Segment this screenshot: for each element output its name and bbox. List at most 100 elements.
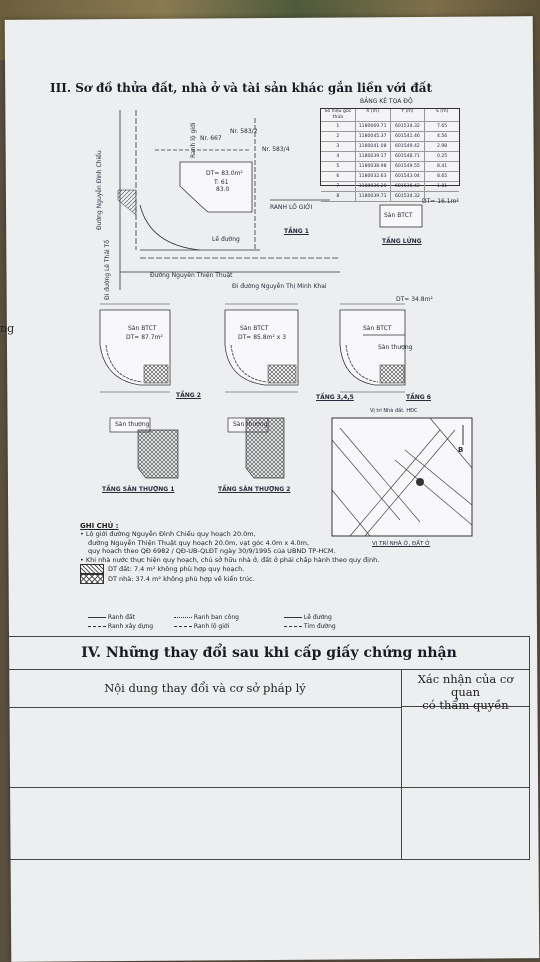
coord-cell: 7 [321, 182, 356, 191]
legend-tim-duong: Tim đường [284, 623, 336, 630]
alley-label-top: Ranh lộ giới [190, 122, 197, 158]
coord-cell: 1180036.20 [356, 182, 391, 191]
floor-2-label: TẦNG 2 [176, 392, 201, 399]
legend-land: DT đất: 7.4 m² không phù hợp quy hoạch. [80, 564, 379, 575]
coord-cell: 601543.04 [391, 172, 426, 181]
floor-345-slab: Sàn BTCT [240, 325, 269, 332]
coord-col-header: Số hiệu góc thửa [321, 109, 356, 121]
lot-reference: Nr. 667 [200, 135, 222, 142]
roof-1-terrace: Sàn thượng [115, 421, 150, 428]
floor-6-label: TẦNG 6 [406, 394, 431, 401]
legend-ranh-xay-dung: Ranh xây dựng [88, 623, 153, 630]
coord-cell: 6 [321, 172, 356, 181]
lot-area: DT= 83.0m² [206, 170, 243, 177]
roof-plan-outline [109, 417, 151, 433]
non-compliant-hatch [379, 364, 405, 384]
alley-label-left: Đi đường Lê Thái Tổ [104, 240, 111, 300]
street-label-left: Đường Nguyễn Đình Chiểu [96, 150, 103, 230]
location-map-streets [331, 417, 473, 537]
coord-cell: 1180045.37 [356, 132, 391, 141]
coord-cell: 1.81 [437, 184, 448, 189]
roof-2-label: TẦNG SÂN THƯỢNG 2 [218, 486, 291, 493]
legend-house: DT nhà: 37.4 m² không phù hợp về kiến tr… [80, 574, 379, 585]
setback-hatch [117, 189, 137, 216]
coord-cell: 601549.42 [391, 142, 426, 151]
section-3-title: III. Sơ đồ thửa đất, nhà ở và tài sản kh… [50, 81, 433, 95]
roof-2-terrace: Sàn thượng [233, 421, 268, 428]
street-label-bottom: Đường Nguyễn Thiện Thuật [150, 272, 233, 279]
coord-cell: 3 [321, 142, 356, 151]
floor-6-slab: Sàn BTCT [363, 325, 392, 332]
coord-col-header: Y (m) [391, 109, 426, 121]
location-marker [416, 478, 424, 486]
coord-table-header: Số hiệu góc thửa X (m) Y (m) S (m) [321, 109, 459, 122]
coord-cell: 8 [321, 192, 356, 201]
roof-hatch [245, 417, 285, 479]
row-divider [9, 787, 529, 788]
north-letter: B [458, 446, 464, 454]
coord-cell: 601534.32 [391, 192, 426, 201]
lot-number: Nr. 583/2 [230, 128, 258, 135]
curb-label: Lề đường [212, 236, 240, 243]
parcel-area: 83.0 [216, 186, 230, 193]
balcony-curve [345, 344, 379, 383]
coord-col-header: S (m) [435, 109, 449, 114]
lot-number-2: Nr. 583/4 [262, 146, 290, 153]
coord-cell: 1 [321, 122, 356, 131]
authority-confirmation-header: Xác nhận của cơ quan có thẩm quyền [402, 669, 529, 712]
changes-table: IV. Những thay đổi sau khi cấp giấy chứn… [8, 636, 530, 860]
coord-cell: 601548.71 [391, 152, 426, 161]
coord-cell: 1180039.71 [356, 192, 391, 201]
parcel-id: T: 61 [214, 179, 229, 186]
coord-cell: 4 [321, 152, 356, 161]
corner-curve [139, 204, 201, 251]
coord-cell: 601534.32 [391, 122, 426, 131]
floor-1-label: TẦNG 1 [284, 228, 309, 235]
coord-cell: 601536.42 [391, 182, 426, 191]
coord-cell: 1180038.98 [356, 162, 391, 171]
non-compliant-hatch [267, 364, 297, 384]
coord-cell: 4.56 [437, 134, 448, 139]
note-line: • Khi nhà nước thực hiện quy hoạch, chủ … [80, 555, 380, 564]
row-divider [9, 859, 529, 860]
cross-hatch-icon [80, 574, 104, 585]
coord-cell: 1180669.71 [356, 122, 391, 131]
legend-ranh-lo-gioi: Ranh lộ giới [174, 623, 229, 630]
floor-2-area: DT= 87.7m² [126, 334, 163, 341]
legend-ranh-dat: Ranh đất [88, 614, 135, 621]
notes-block: GHI CHÚ : • Lộ giới đường Nguyễn Đình Ch… [80, 522, 380, 585]
changes-content-header: Nội dung thay đổi và cơ sở pháp lý [9, 669, 402, 708]
non-compliant-hatch [143, 364, 169, 384]
balcony-curve [105, 344, 143, 383]
floor-345-label: TẦNG 3,4,5 [316, 394, 354, 401]
lot-outline [179, 161, 253, 213]
note-line: • Lộ giới đường Nguyễn Đình Chiểu quy ho… [80, 530, 256, 539]
roof-1-label: TẦNG SÂN THƯỢNG 1 [102, 486, 175, 493]
coord-cell: 1180039.17 [356, 152, 391, 161]
floor-2-slab: Sàn BTCT [128, 325, 157, 332]
coord-cell: 0.25 [437, 154, 448, 159]
location-map-title: Vị trí Nhà đất. HĐC [370, 408, 418, 414]
roof-hatch [137, 429, 179, 479]
location-map-caption: VỊ TRÍ NHÀ Ở, ĐẤT Ở [372, 541, 431, 547]
coord-cell: 2 [321, 132, 356, 141]
coord-col-header: X (m) [356, 109, 391, 121]
note-line: đường Nguyễn Thiện Thuật quy hoạch 20.0m… [88, 538, 310, 547]
alley-label-bottom: Đi đường Nguyễn Thị Minh Khai [232, 283, 327, 290]
legend-le-duong: Lề đường [284, 614, 332, 621]
column-divider [401, 707, 402, 859]
note-line: quy hoạch theo QĐ 6982 / QĐ-UB-QLĐT ngày… [88, 547, 336, 556]
mezzanine-area: DT= 16.1m² [422, 198, 459, 205]
